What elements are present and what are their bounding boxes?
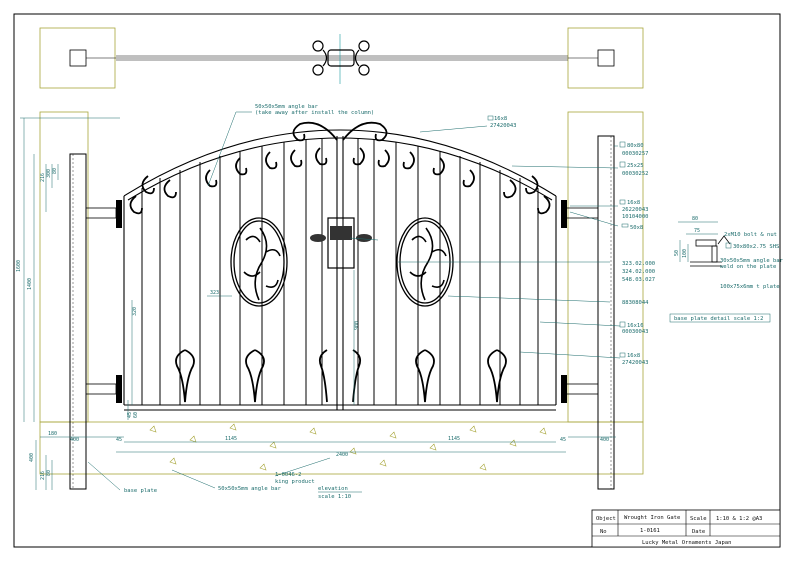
bar-25x25-code: 00030252 <box>622 171 649 177</box>
elevation-view <box>39 111 644 490</box>
dim-1600: 1600 <box>16 260 22 272</box>
title-block: Object Wrought Iron Gate Scale 1:10 & 1:… <box>591 509 781 548</box>
dim-45-right: 45 <box>560 437 566 443</box>
post-right <box>597 135 615 490</box>
dim-80-b: 80 <box>46 470 52 476</box>
foundation-zone <box>39 421 644 475</box>
column-zone-right <box>567 111 644 423</box>
bar-16x16-code: 00030043 <box>622 329 649 335</box>
dim-60: 60 <box>133 412 139 418</box>
plan-post-left <box>69 49 87 67</box>
angle-bar-bottom-label: 50x50x5mm angle bar <box>218 486 282 492</box>
base-plate-detail: 80 75 50 100 2xM10 bolt & nut 30x80x2.75… <box>669 216 784 323</box>
lock-box <box>310 217 372 269</box>
tb-no-value: 1-0161 <box>640 528 660 534</box>
dim-400-right: 400 <box>600 437 609 443</box>
tb-no-label: No <box>600 529 607 535</box>
detail-shs: 30x80x2.75 SHS <box>733 244 779 250</box>
dimension-texts: 1600 1400 216 300 80 400 216 80 180 400 … <box>16 168 609 480</box>
dim-216-a: 216 <box>40 173 46 182</box>
detail-weld-note: weld on the plate <box>720 264 776 270</box>
bar-16x8-low-code: 27420043 <box>622 360 649 366</box>
base-plate-label: base plate <box>124 488 157 494</box>
dim-300: 300 <box>46 169 52 178</box>
tb-scale-label: Scale <box>690 516 707 522</box>
elevation-label: elevation <box>318 486 348 492</box>
part-324: 324.02.000 <box>622 269 655 275</box>
tb-company: Lucky Metal Ornaments Japan <box>642 540 731 546</box>
dim-2400: 2400 <box>336 452 348 458</box>
king-product-label: king product <box>275 479 315 485</box>
annotations: 50x50x5mm angle bar (take away after ins… <box>124 104 655 500</box>
gate-frame <box>123 129 557 411</box>
dim-1145-left: 1145 <box>225 436 237 442</box>
part-548: 548.03.027 <box>622 277 655 283</box>
bar-16x8-top-label: 16x8 <box>494 116 507 122</box>
bar-16x8-top-code: 27420043 <box>490 123 517 129</box>
bar-50x8-label: 50x8 <box>630 225 643 231</box>
plan-post-right <box>597 49 615 67</box>
bar-16x16-label: 16x16 <box>627 323 644 329</box>
heart-scrolls <box>175 349 507 403</box>
detail-plate: 100x75x6mm t plate <box>720 284 780 290</box>
angle-bar-note: (take away after install the column) <box>255 110 374 116</box>
elevation-scale: scale 1:10 <box>318 494 351 500</box>
dim-216-b: 216 <box>40 471 46 480</box>
column-zone-left <box>39 111 89 423</box>
detail-bolt: 2xM10 bolt & nut <box>724 232 777 238</box>
detail-angle-bar: 30x50x5mm angle bar <box>720 258 784 264</box>
leader-lines <box>87 111 621 491</box>
detail-dim-100: 100 <box>682 249 688 258</box>
detail-dim-75: 75 <box>694 228 700 234</box>
tb-object-value: Wrought Iron Gate <box>624 515 680 521</box>
post-left <box>69 153 87 490</box>
dim-400-bottom: 400 <box>70 437 79 443</box>
dim-323: 323 <box>210 290 219 296</box>
detail-dim-80: 80 <box>692 216 698 222</box>
scroll-ornaments <box>129 121 551 215</box>
ground-hatch <box>149 423 547 471</box>
dim-1145-right: 1145 <box>448 436 460 442</box>
dim-400-left: 400 <box>29 453 35 462</box>
plan-view <box>39 27 644 89</box>
dim-1400: 1400 <box>27 278 33 290</box>
dimension-lines <box>20 117 616 490</box>
bar-16x8-mid-code: 26220043 <box>622 207 649 213</box>
part-323: 323.02.000 <box>622 261 655 267</box>
bar-16x8-low-label: 16x8 <box>627 353 640 359</box>
dim-180: 180 <box>48 431 57 437</box>
detail-dim-50: 50 <box>674 250 680 256</box>
code-10104000: 10104000 <box>622 214 649 220</box>
col-80x80-code: 00030257 <box>622 151 649 157</box>
dim-45-bottom: 45 <box>127 412 133 418</box>
part-88308044: 88308044 <box>622 300 649 306</box>
bar-25x25-label: 25x25 <box>627 163 644 169</box>
col-80x80-label: 80x80 <box>627 143 644 149</box>
plan-ornament <box>312 40 370 76</box>
tb-scale-value: 1:10 & 1:2 @A3 <box>716 516 762 522</box>
dim-900: 900 <box>354 321 360 330</box>
tb-date-label: Date <box>692 529 705 535</box>
angle-bar-top-label: 50x50x5mm angle bar <box>255 104 319 110</box>
detail-caption: base plate detail scale 1:2 <box>674 316 763 322</box>
dim-45-left: 45 <box>116 437 122 443</box>
gate-bars <box>141 139 539 405</box>
drawing-frame <box>13 13 781 548</box>
bar-16x8-mid-label: 16x8 <box>627 200 640 206</box>
king-product-code: 1-0046-2 <box>275 472 302 478</box>
tb-object-label: Object <box>596 516 616 522</box>
dim-320: 320 <box>132 307 138 316</box>
dim-80-a: 80 <box>52 168 58 174</box>
